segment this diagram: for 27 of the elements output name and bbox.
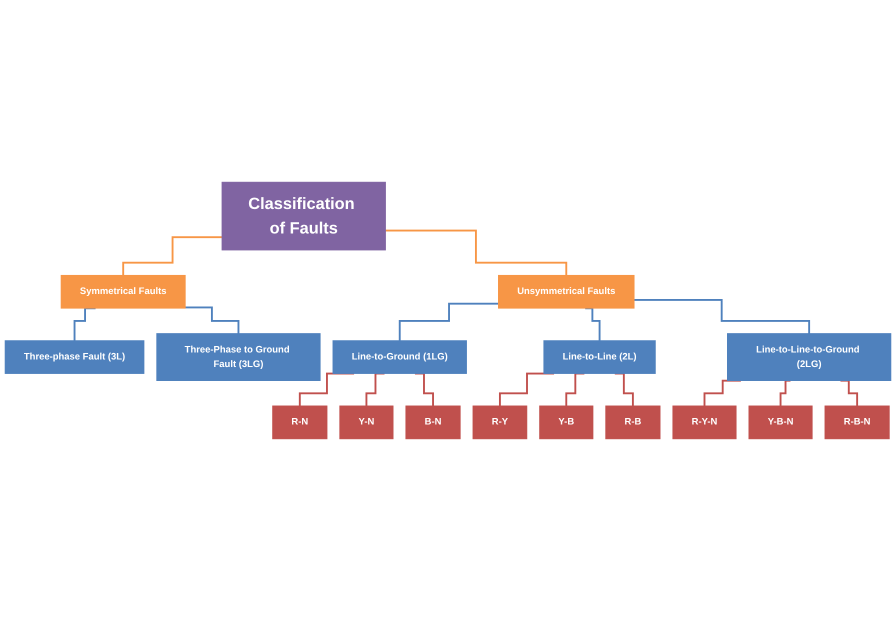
node-box: Three-Phase to Ground Fault (3LG) xyxy=(156,333,321,381)
connector xyxy=(398,302,498,342)
node-box: R-Y xyxy=(472,406,528,440)
node-box: Three-phase Fault (3L) xyxy=(4,340,144,374)
node-box: Y-B xyxy=(539,406,594,440)
connector xyxy=(840,380,858,407)
node-box: B-N xyxy=(405,406,461,440)
node-box: R-N xyxy=(272,406,328,440)
connector xyxy=(634,298,810,334)
node-box: Line-to-Line-to-Ground (2LG) xyxy=(727,333,892,381)
connector xyxy=(122,236,222,276)
node-box: Line-to-Line (2L) xyxy=(543,340,656,374)
node-box: R-Y-N xyxy=(672,406,737,440)
connector xyxy=(386,230,568,276)
node-box: Symmetrical Faults xyxy=(60,274,186,309)
connector xyxy=(704,380,741,407)
node-box: Line-to-Ground (1LG) xyxy=(332,340,467,374)
node-box: Y-N xyxy=(339,406,394,440)
node-box: R-B-N xyxy=(824,406,890,440)
connector xyxy=(185,306,240,334)
node-box: Unsymmetrical Faults xyxy=(498,274,635,309)
node-box: Y-B-N xyxy=(748,406,813,440)
connector xyxy=(74,307,96,342)
connector xyxy=(585,307,601,342)
node-box: R-B xyxy=(605,406,660,440)
connector xyxy=(780,380,790,407)
node-box: Classification of Faults xyxy=(222,182,386,250)
